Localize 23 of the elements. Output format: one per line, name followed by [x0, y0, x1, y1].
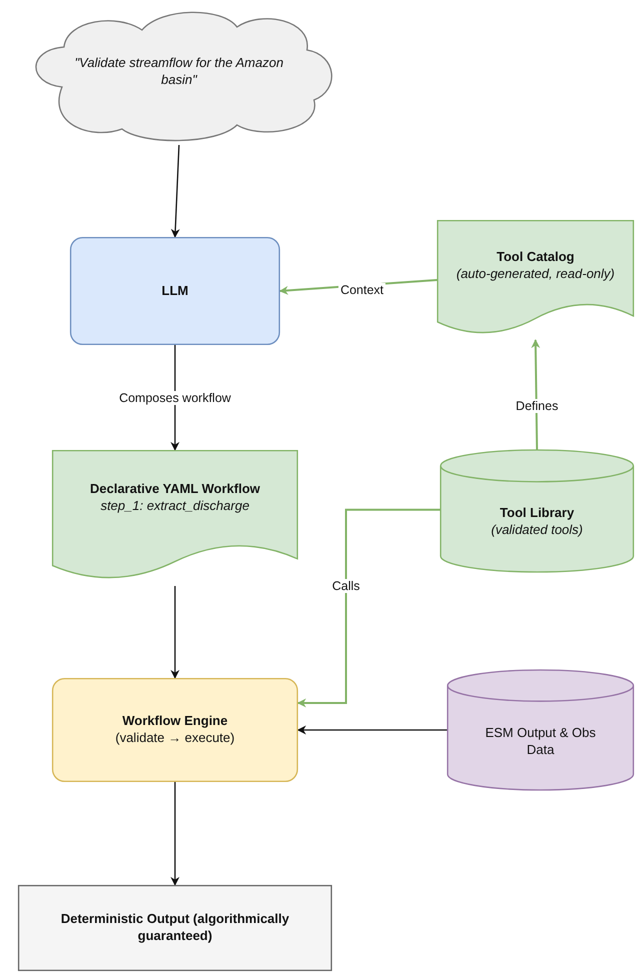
arrow: [170, 345, 180, 451]
node-title: Deterministic Output (algorithmically guaranteed): [60, 911, 290, 945]
node-subtitle: (validated tools): [491, 522, 583, 539]
node-title: Workflow Engine: [122, 713, 228, 730]
node-title: Declarative YAML Workflow: [90, 481, 260, 498]
node-text: (validate → execute): [115, 730, 235, 747]
node-text: ESM Output & Obs Data: [484, 725, 597, 759]
node-title: LLM: [162, 282, 188, 300]
arrow: [170, 586, 180, 679]
edge-label: Defines: [514, 399, 560, 413]
edge-label: Calls: [330, 579, 362, 593]
arrow: [297, 726, 447, 734]
edge-label: Composes workflow: [117, 391, 233, 405]
node-subtitle: (auto-generated, read-only): [456, 266, 615, 283]
arrow: [531, 339, 540, 450]
arrow: [297, 508, 440, 708]
edge-label: Context: [338, 283, 386, 297]
node-title: Tool Catalog: [496, 249, 574, 266]
arrow: [170, 782, 180, 886]
node-subtitle: "Validate streamflow for the Amazon basin": [74, 55, 284, 89]
node-title: Tool Library: [500, 505, 574, 522]
arrow: [170, 144, 180, 238]
node-subtitle: step_1: extract_discharge: [100, 498, 250, 515]
